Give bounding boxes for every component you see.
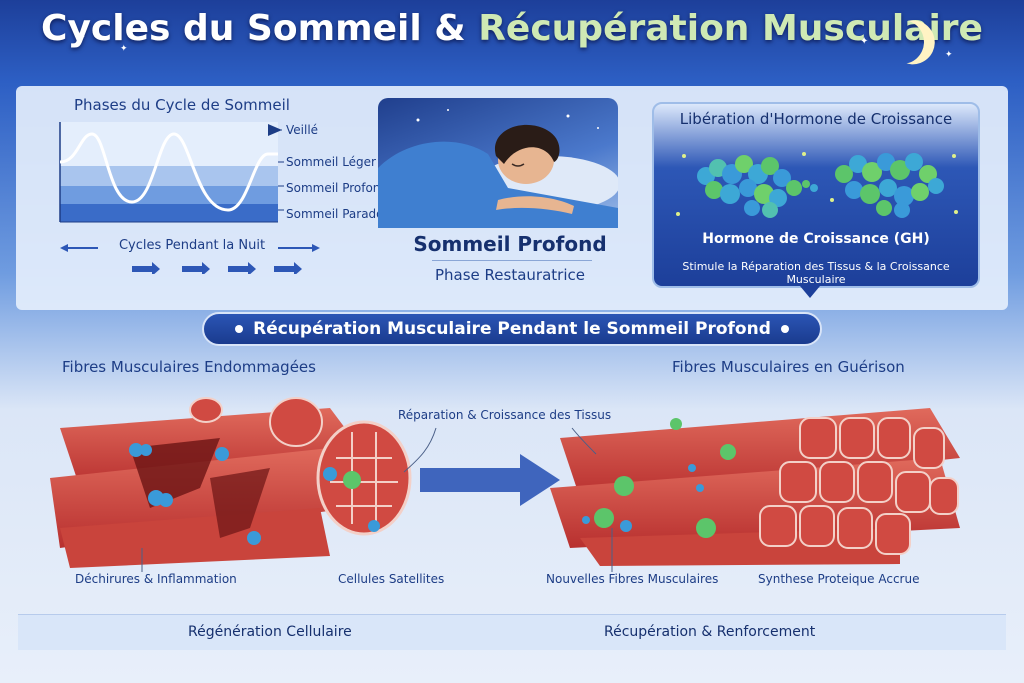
new-fibers-label: Nouvelles Fibres Musculaires <box>546 572 719 586</box>
hormone-panel <box>652 102 980 288</box>
stage-deep: Sommeil Profond <box>286 181 389 195</box>
bottom-left-label: Régénération Cellulaire <box>188 624 352 640</box>
bottom-bar <box>18 614 1006 650</box>
title-part2: Récupération Musculaire <box>478 8 983 49</box>
tears-label: Déchirures & Inflammation <box>75 572 237 586</box>
title-part1: Cycles du Sommeil <box>41 8 422 49</box>
bottom-right-label: Récupération & Renforcement <box>604 624 816 640</box>
banner-text: Récupération Musculaire Pendant le Somme… <box>253 319 771 339</box>
hormone-description: Stimule la Réparation des Tissus & la Cr… <box>682 260 950 286</box>
cycle-title: Phases du Cycle de Sommeil <box>74 96 290 114</box>
damaged-fibers-title: Fibres Musculaires Endommagées <box>62 358 316 376</box>
arrow-icon <box>420 454 560 506</box>
deep-sleep-subtitle: Phase Restauratrice <box>435 266 585 284</box>
cycles-label: Cycles Pendant la Nuit <box>118 238 266 253</box>
hormone-name: Hormone de Croissance (GH) <box>702 231 930 247</box>
damaged-muscle-fibers <box>50 397 412 568</box>
star-icon: ✦ <box>860 36 869 47</box>
page-title: Cycles du Sommeil & Récupération Muscula… <box>0 8 1024 49</box>
healing-fibers-title: Fibres Musculaires en Guérison <box>672 358 905 376</box>
stage-wake: Veillé <box>286 123 319 137</box>
protein-synthesis-label: Synthese Proteique Accrue <box>758 572 920 586</box>
sleeping-person-illustration <box>378 98 620 228</box>
bullet-icon <box>235 325 244 333</box>
hormone-title: Libération d'Hormone de Croissance <box>679 110 953 128</box>
stage-rem: Sommeil Paradoxal <box>286 207 401 221</box>
bullet-icon <box>780 325 789 333</box>
star-icon: ✦ <box>74 30 86 46</box>
healing-muscle-fibers <box>550 408 960 566</box>
repair-label: Réparation & Croissance des Tissus <box>398 408 612 422</box>
star-icon: ✦ <box>945 50 953 60</box>
muscle-fibers-illustration <box>50 397 960 572</box>
star-icon: ✦ <box>120 44 128 54</box>
stage-light: Sommeil Léger <box>286 155 376 169</box>
deep-sleep-title: Sommeil Profond <box>413 232 607 256</box>
sleep-cycle-graph <box>59 122 320 274</box>
section-banner: Récupération Musculaire Pendant le Somme… <box>202 312 822 346</box>
title-ampersand: & <box>434 8 466 49</box>
hormone-panel-pointer <box>800 286 820 298</box>
divider <box>432 260 592 261</box>
satellite-cells-label: Cellules Satellites <box>338 572 445 586</box>
